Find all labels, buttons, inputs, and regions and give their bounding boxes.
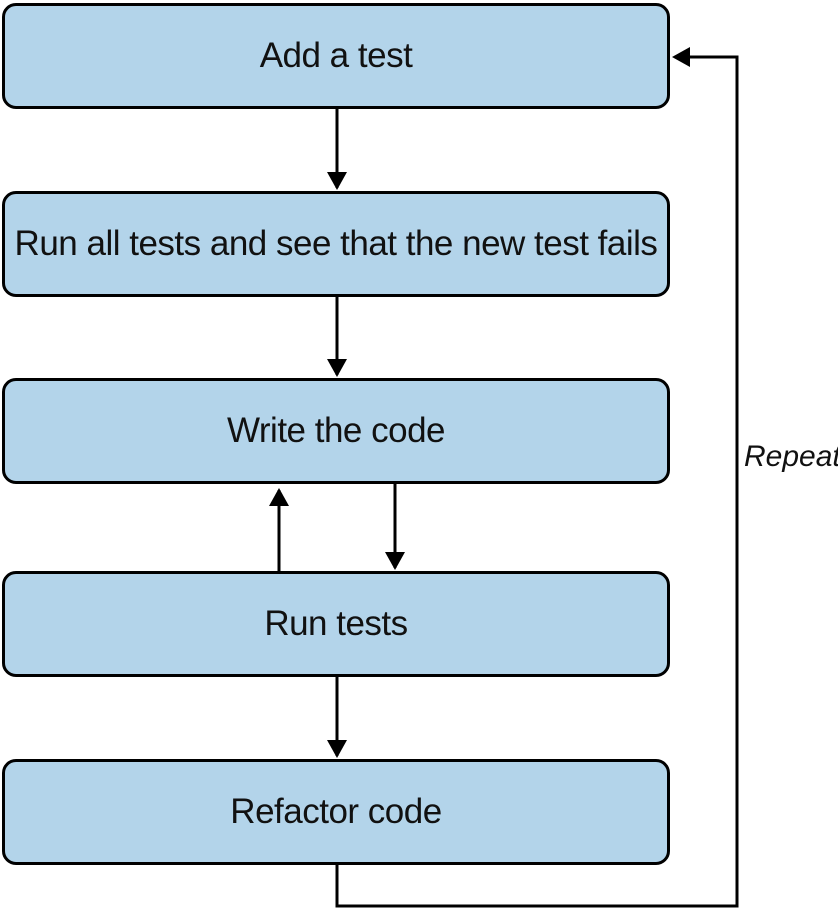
step-run-all-tests: Run all tests and see that the new test … bbox=[2, 191, 670, 297]
step-write-the-code: Write the code bbox=[2, 378, 670, 484]
step-add-a-test: Add a test bbox=[2, 3, 670, 109]
arrowhead-write-to-run-tests bbox=[385, 552, 405, 570]
repeat-loop-line bbox=[335, 55, 739, 908]
arrowhead-add-to-run-all bbox=[327, 172, 347, 190]
repeat-label: Repeat bbox=[744, 440, 838, 473]
arrowhead-run-tests-to-write bbox=[269, 488, 289, 506]
arrowhead-run-all-to-write bbox=[327, 359, 347, 377]
step-refactor-code: Refactor code bbox=[2, 759, 670, 865]
arrowhead-repeat-loop bbox=[672, 47, 690, 67]
step-run-tests: Run tests bbox=[2, 571, 670, 677]
arrowhead-run-tests-to-refactor bbox=[327, 740, 347, 758]
